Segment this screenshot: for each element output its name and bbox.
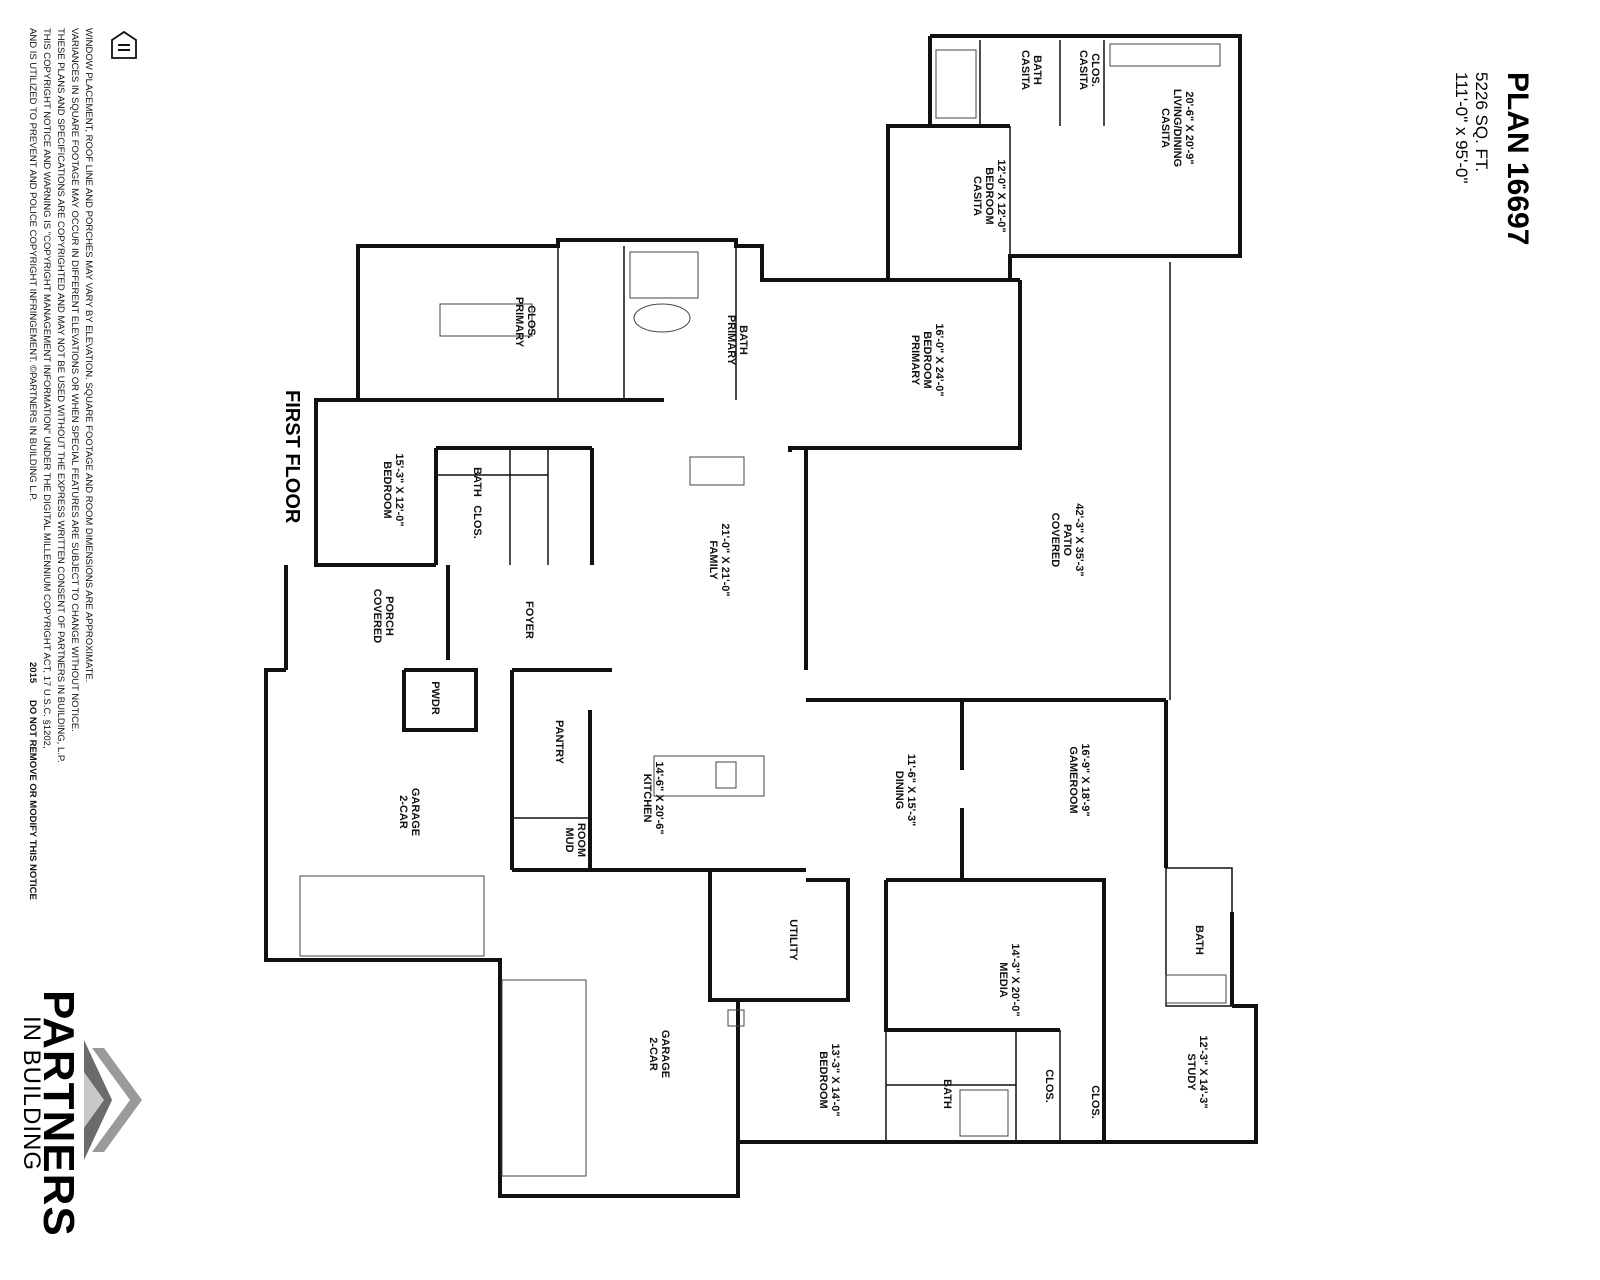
room-casita-bath: CASITABATH [1019, 50, 1043, 90]
room-family: FAMILY21'-0" X 21'-0" [707, 523, 731, 596]
room-clos-4: CLOS. [1043, 1069, 1055, 1103]
casita-shower [935, 49, 977, 119]
closet-island [439, 303, 533, 337]
room-pwdr: PWDR [429, 681, 441, 715]
room-bath-2: BATH [471, 467, 483, 497]
room-bath-4: BATH [1193, 925, 1205, 955]
garage-door-1 [299, 875, 485, 957]
floor-label: FIRST FLOOR [281, 390, 303, 524]
room-covered-patio: COVEREDPATIO42'-3" X 35'-3" [1049, 503, 1085, 576]
room-bedroom-3: BEDROOM13'-3" X 14'-0" [817, 1043, 841, 1116]
disclaimer-line-5: AND IS UTILIZED TO PREVENT AND POLICE CO… [27, 28, 38, 501]
disclaimer-line-3: THESE PLANS AND SPECIFICATIONS ARE COPYR… [55, 28, 66, 763]
room-clos-2: CLOS. [471, 505, 483, 539]
room-clos-5: CLOS. [1089, 1085, 1101, 1119]
disclaimer-line-4: THIS COPYRIGHT NOTICE AND WARNING IS "CO… [41, 28, 52, 749]
shower [629, 251, 699, 299]
room-casita-living: CASITALIVING/DINING20'-6" X 20'-9" [1159, 89, 1195, 167]
partners-logo-chevron-icon [84, 1040, 142, 1160]
kitchen-sink [715, 761, 737, 789]
disclaimer-line-2: VARIANCES IN SQUARE FOOTAGE MAY OCCUR IN… [69, 28, 80, 732]
bath-shower-bottom [959, 1089, 1009, 1137]
fixtures [299, 43, 1227, 1177]
column [727, 1009, 745, 1027]
plan-sqft: 5226 SQ. FT. [1472, 72, 1491, 172]
room-primary-bedroom: PRIMARYBEDROOM16'-0" X 24'-0" [909, 323, 945, 396]
room-primary-clos: PRIMARYCLOS. [513, 297, 537, 348]
room-utility: UTILITY [787, 919, 799, 961]
room-kitchen: KITCHEN14'-6" X 20'-6" [641, 761, 665, 834]
bath-shower-right [1165, 974, 1227, 1004]
room-garage-1: 2-CARGARAGE [397, 788, 421, 836]
room-study: STUDY12'-3" X 14'-3" [1185, 1035, 1209, 1108]
room-covered-porch: COVEREDPORCH [371, 589, 395, 643]
room-bedroom-2: BEDROOM15'-3" X 12'-0" [381, 453, 405, 526]
room-media: MEDIA14'-3" X 20'-0" [997, 943, 1021, 1016]
kitchen-island [653, 755, 765, 797]
room-casita-clos: CASITACLOS. [1077, 50, 1101, 90]
equal-housing-icon [111, 30, 137, 59]
room-labels: CASITALIVING/DINING20'-6" X 20'-9" CASIT… [371, 50, 1209, 1119]
room-primary-bath: PRIMARYBATH [725, 315, 749, 366]
disclaimer-line-1: WINDOW PLACEMENT, ROOF LINE AND PORCHES … [83, 28, 94, 682]
bathtub [633, 303, 691, 333]
plan-dimensions: 111'-0" x 95'-0" [1452, 72, 1471, 184]
notice-year: 2015 [27, 662, 38, 684]
interior-walls [284, 40, 1233, 1142]
disclaimer-block: WINDOW PLACEMENT, ROOF LINE AND PORCHES … [27, 28, 94, 900]
room-pantry: PANTRY [553, 720, 565, 765]
room-foyer: FOYER [523, 601, 535, 639]
room-mud-room: MUDROOM [563, 823, 587, 857]
notice-text: DO NOT REMOVE OR MODIFY THIS NOTICE [27, 700, 38, 900]
fireplace [689, 456, 745, 486]
room-gameroom: GAMEROOM16'-9" X 18'-9" [1067, 743, 1091, 816]
room-garage-2: 2-CARGARAGE [647, 1030, 671, 1078]
casita-kitchen-counter [1109, 43, 1221, 67]
room-bath-3: BATH [941, 1079, 953, 1109]
brand-name: PARTNERS [34, 990, 83, 1237]
brand-logo: PARTNERS IN BUILDING [18, 990, 142, 1237]
exterior-walls [264, 34, 1258, 1198]
room-dining: DINING11'-6" X 15'-3" [893, 754, 917, 827]
garage-door-2 [501, 979, 587, 1177]
room-casita-bedroom: CASITABEDROOM12'-0" X 12'-0" [971, 159, 1007, 232]
brand-sub: IN BUILDING [18, 1016, 45, 1171]
plan-title-block: PLAN 16697 5226 SQ. FT. 111'-0" x 95'-0" [1452, 72, 1534, 245]
plan-title: PLAN 16697 [1501, 72, 1534, 245]
